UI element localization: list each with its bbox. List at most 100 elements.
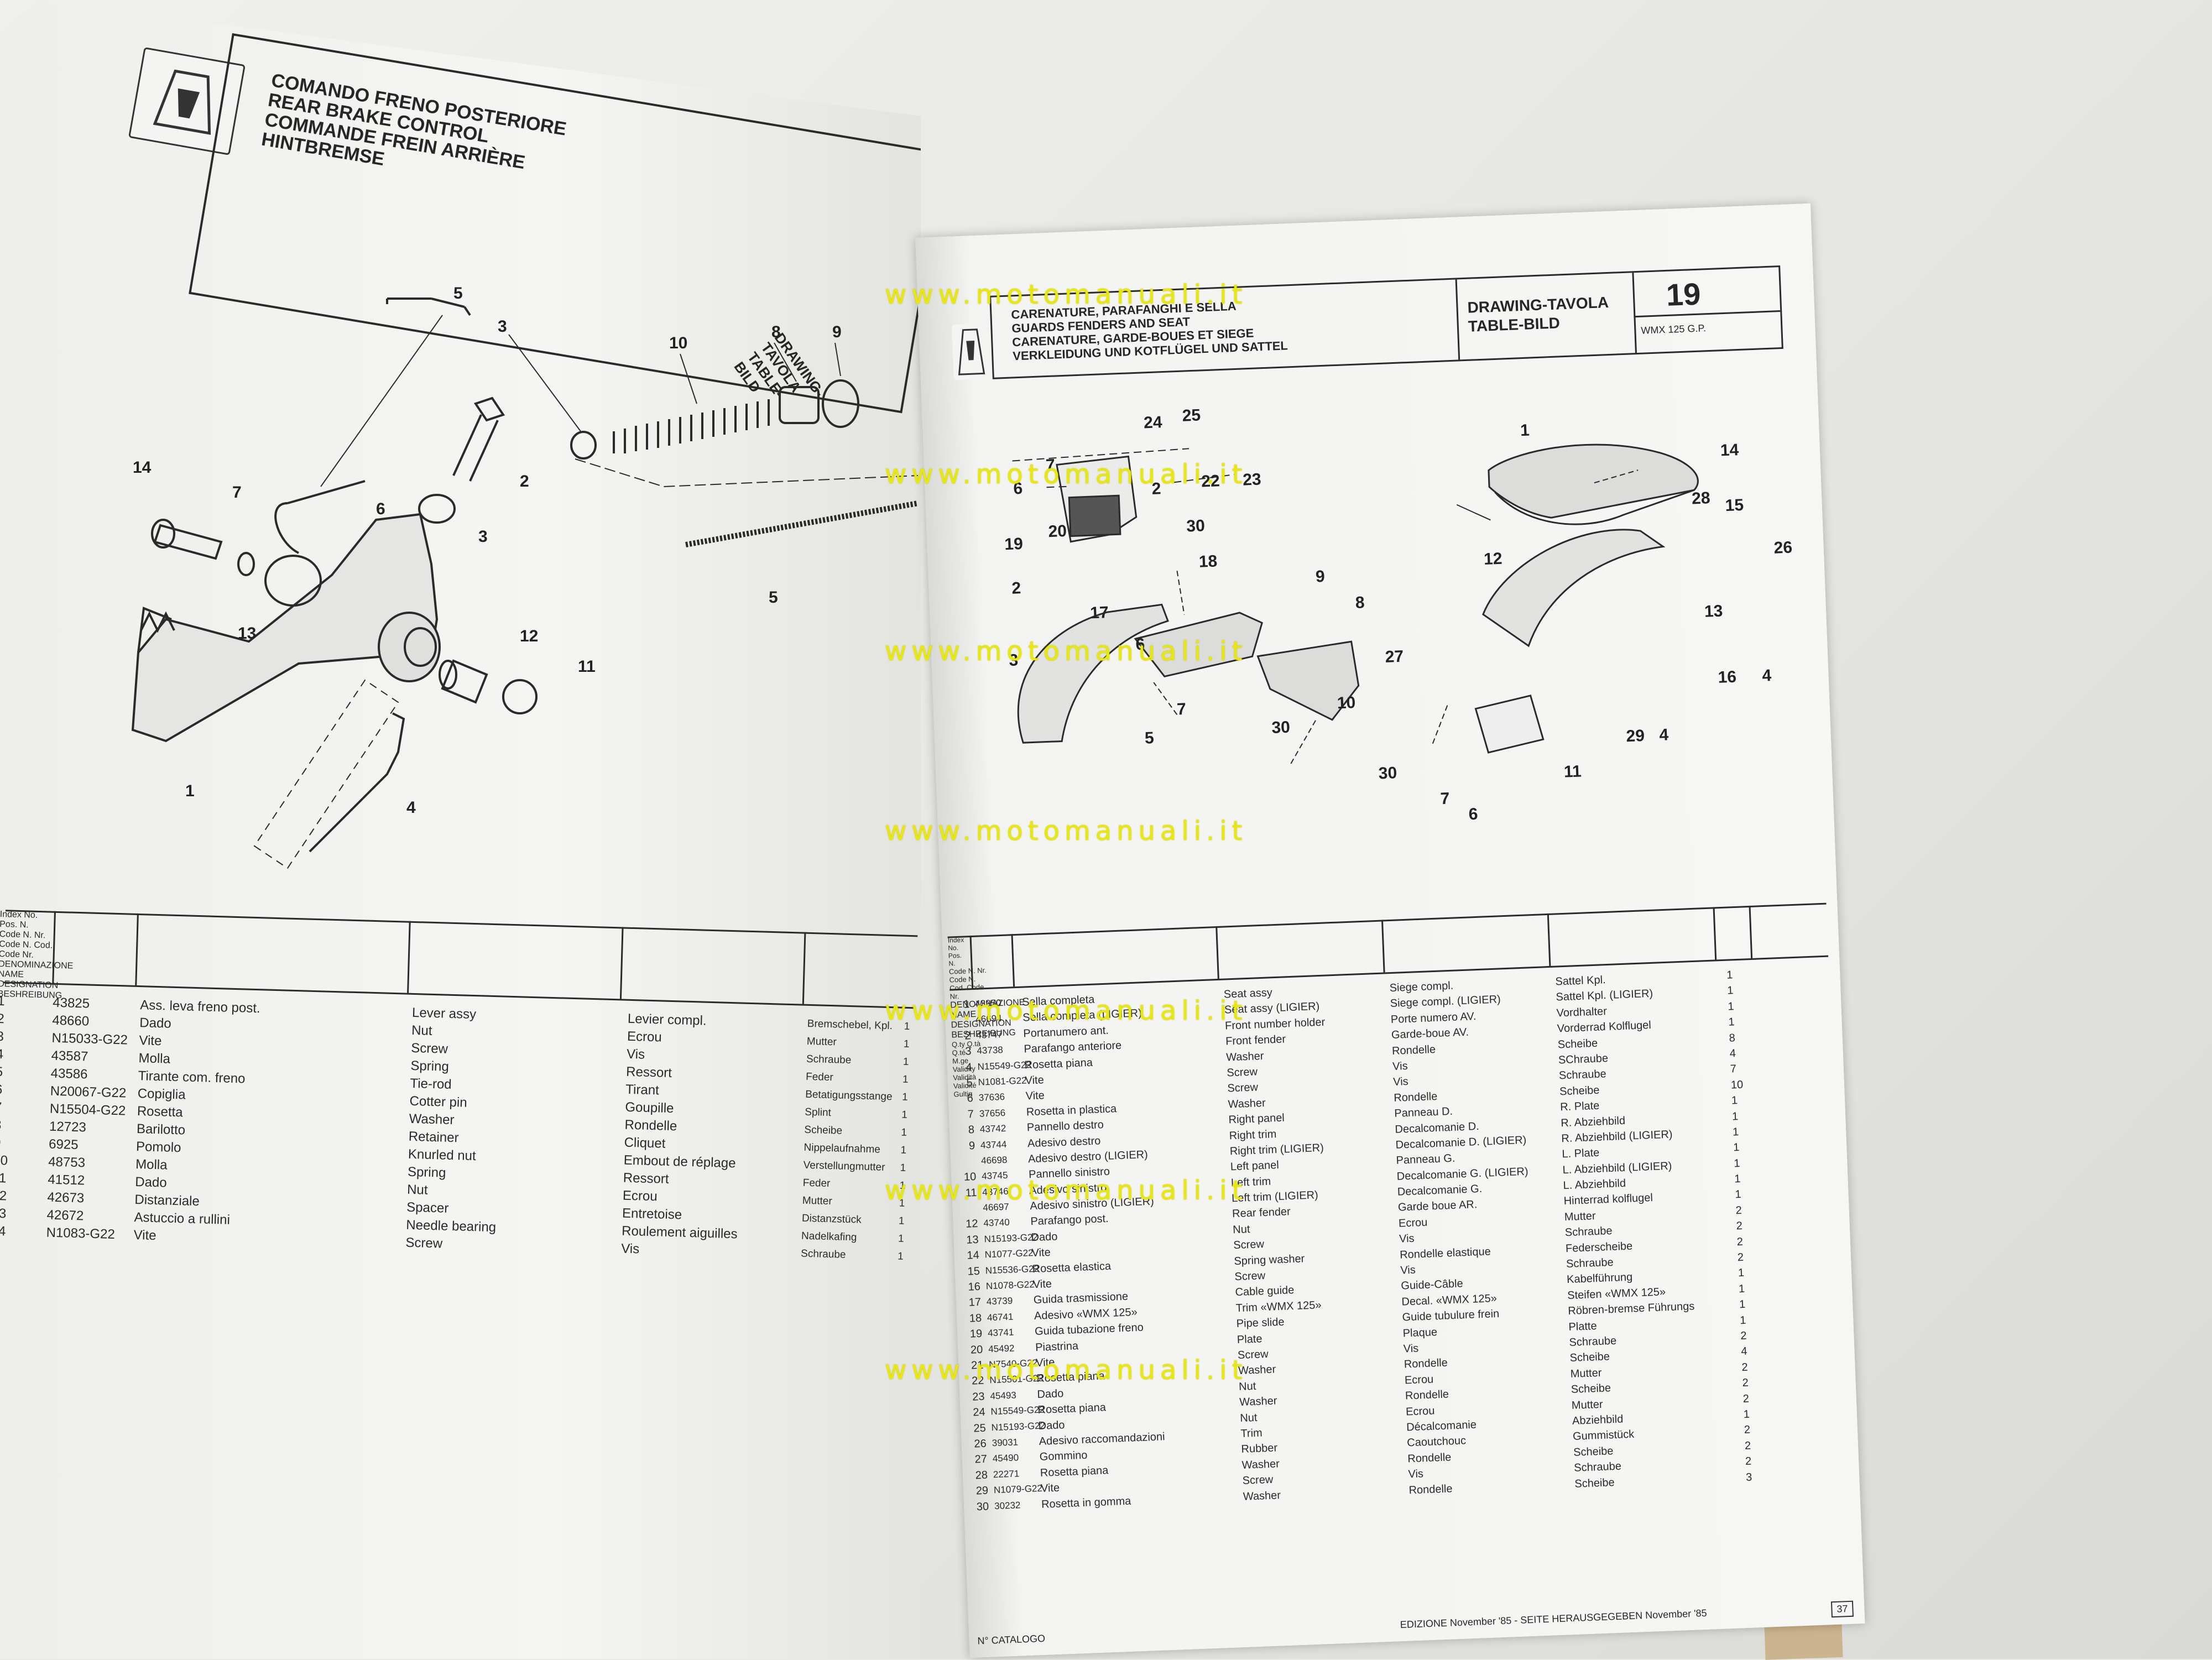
retainer-8 [779,386,820,424]
callout: 4 [1659,725,1669,744]
table-cell: 1 [1735,1188,1742,1201]
callout: 5 [1144,729,1154,748]
table-cell: N15549-G22 [990,1404,1045,1417]
table-cell: 41512 [48,1172,85,1188]
callout: 10 [669,334,687,352]
table-cell: 45490 [992,1452,1019,1464]
table-cell: 1 [1726,969,1733,982]
table-cell: 1 [1743,1408,1750,1421]
table-cell: 1 [1733,1141,1740,1154]
table-cell: 16 [968,1280,981,1293]
table-cell: Mutter [802,1194,833,1208]
table-cell: 18 [969,1312,982,1325]
table-cell: 46741 [987,1311,1014,1323]
table-cell: Scheibe [804,1124,843,1137]
table-cell: Spring [407,1164,446,1181]
table-cell: 2 [1744,1439,1751,1452]
callout: 23 [1243,470,1262,489]
table-cell: 43741 [987,1327,1014,1339]
table-cell: 11 [0,1170,7,1186]
table-cell: 2 [1742,1376,1749,1390]
table-cell: 42673 [47,1189,85,1206]
table-cell: 8 [0,1117,2,1133]
table-cell: Nadelkafing [801,1230,857,1244]
watermark: www.motomanuali.it [885,636,1248,667]
page-number: 37 [1830,1600,1854,1618]
table-cell: 1 [1728,1000,1734,1013]
brake-lever [131,513,439,743]
table-cell: 28 [975,1469,988,1482]
table-cell: 1 [1733,1157,1740,1170]
logo-emblem [958,328,985,375]
table-cell: 29 [975,1484,989,1497]
table-cell: N1078-G22 [985,1279,1035,1292]
table-cell: 37636 [978,1092,1005,1104]
table-cell: 4 [966,1061,973,1074]
table-cell: N15193-G22 [991,1420,1046,1433]
header-index: Index No. Pos. N. [947,936,964,968]
table-cell: Nut [411,1022,432,1038]
callout: 3 [1009,651,1019,670]
table-cell: N15504-G22 [49,1101,126,1119]
table-cell: 1 [1739,1298,1746,1311]
table-cell: Bremschebel, Kpl. [807,1017,893,1032]
callout: 30 [1378,764,1397,782]
callout: 6 [1135,635,1145,654]
table-cell: Schraube [806,1053,852,1067]
left-title-block: COMANDO FRENO POSTERIORE REAR BRAKE CONT… [260,70,568,198]
callout: 27 [1385,648,1404,666]
callout: 7 [1045,456,1055,475]
callout: 12 [1483,550,1503,568]
callout: 5 [453,284,463,302]
table-cell: 1 [901,1091,909,1103]
table-cell: N1081-G22 [978,1075,1027,1088]
callout: 3 [478,528,488,546]
table-cell: 2 [1740,1329,1747,1343]
table-cell: Mutter [806,1035,837,1048]
callout: 13 [1704,602,1723,620]
table-cell: 2 [1737,1251,1744,1264]
table-cell: 14 [0,1223,6,1239]
table-cell: Tie-rod [410,1076,452,1092]
table-cell: 2 [964,1029,971,1042]
table-cell: 4 [1729,1047,1736,1060]
table-cell: 1 [901,1109,908,1121]
callout: 11 [578,657,596,676]
callout: 14 [1720,441,1739,460]
table-cell: Retainer [408,1129,459,1146]
table-cell: 24 [972,1406,986,1419]
nut-3 [418,494,456,524]
right-page: CARENATURE, PARAFANGHI E SELLA GUARDS FE… [915,203,1865,1658]
table-cell: 43586 [50,1066,88,1082]
callout: 2 [1151,479,1161,498]
table-cell: 45493 [990,1390,1017,1402]
table-cell: Nut [406,1182,428,1198]
table-cell: 39031 [992,1437,1019,1449]
callout: 20 [1048,522,1067,541]
table-cell: 13 [966,1233,979,1246]
table-cell: Feder [805,1071,834,1084]
column-designation: Siege compl.Siege compl. (LIGIER)Porte n… [1389,975,1541,1498]
table-cell: 9 [968,1139,975,1152]
spring-10 [613,399,770,453]
tie-rod [287,480,366,504]
table-cell: Knurled nut [408,1146,477,1164]
table-cell: 1 [901,1126,907,1139]
left-parts-table: Index No. Pos. N. Code N. Nr. Code N. Co… [0,910,920,1355]
table-cell: N15193-G22 [984,1231,1039,1245]
callout: 6 [1013,479,1023,498]
callout: 30 [1271,718,1291,737]
table-cell: 5 [0,1064,3,1080]
nut-3-top [570,431,597,460]
callout: 11 [1563,762,1582,781]
table-cell: 23 [972,1390,985,1403]
table-cell: 43739 [986,1296,1013,1307]
table-cell: 2 [1741,1361,1749,1374]
watermark: www.motomanuali.it [885,279,1248,310]
table-cell: Spring [410,1058,450,1074]
